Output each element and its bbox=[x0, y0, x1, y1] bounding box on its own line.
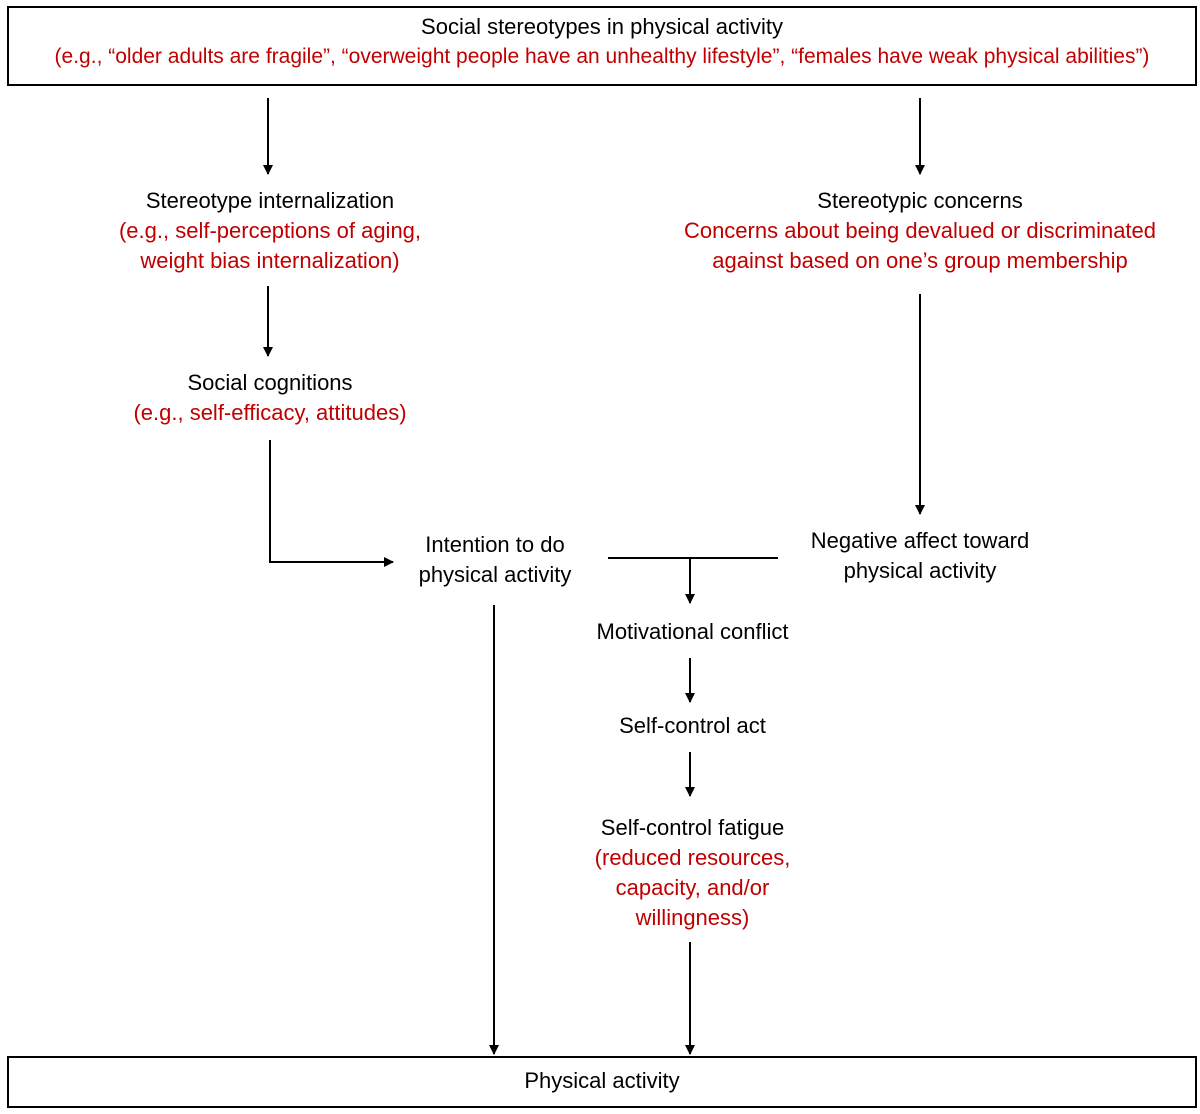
stereotypes-box bbox=[7, 6, 1197, 86]
fatigue-title: Self-control fatigue bbox=[600, 815, 785, 840]
intention-node: Intention to do physical activity bbox=[385, 530, 605, 590]
conflict-title: Motivational conflict bbox=[596, 619, 789, 644]
negative-affect-node: Negative affect toward physical activity bbox=[780, 526, 1060, 586]
cognitions-examples: (e.g., self-efficacy, attitudes) bbox=[133, 400, 407, 425]
internalization-title: Stereotype internalization bbox=[145, 188, 395, 213]
fatigue-detail-3: willingness) bbox=[635, 905, 750, 930]
arrow-cognitions-to-intention bbox=[269, 440, 394, 567]
self-control-act-title: Self-control act bbox=[619, 713, 766, 738]
physical-activity-node: Physical activity bbox=[7, 1066, 1197, 1096]
internalization-example-2: weight bias internalization) bbox=[140, 248, 400, 273]
cognitions-node: Social cognitions (e.g., self-efficacy, … bbox=[70, 368, 470, 428]
concerns-node: Stereotypic concerns Concerns about bein… bbox=[650, 186, 1190, 276]
stereotypes-examples: (e.g., “older adults are fragile”, “over… bbox=[54, 45, 1150, 68]
cognitions-title: Social cognitions bbox=[187, 370, 353, 395]
fatigue-detail-2: capacity, and/or bbox=[615, 875, 770, 900]
physical-activity-box bbox=[7, 1056, 1197, 1108]
intention-line-2: physical activity bbox=[418, 562, 572, 587]
internalization-example-1: (e.g., self-perceptions of aging, bbox=[118, 218, 422, 243]
self-control-act-node: Self-control act bbox=[550, 711, 835, 741]
internalization-node: Stereotype internalization (e.g., self-p… bbox=[70, 186, 470, 276]
concerns-description-1: Concerns about being devalued or discrim… bbox=[683, 218, 1157, 243]
intention-line-1: Intention to do bbox=[425, 532, 565, 557]
negative-affect-line-2: physical activity bbox=[843, 558, 997, 583]
concerns-title: Stereotypic concerns bbox=[817, 188, 1023, 213]
physical-activity-title: Physical activity bbox=[524, 1068, 680, 1093]
conflict-node: Motivational conflict bbox=[550, 617, 835, 647]
stereotypes-node: Social stereotypes in physical activity … bbox=[7, 12, 1197, 72]
negative-affect-line-1: Negative affect toward bbox=[810, 528, 1030, 553]
fatigue-detail-1: (reduced resources, bbox=[594, 845, 791, 870]
stereotypes-title: Social stereotypes in physical activity bbox=[421, 14, 783, 39]
concerns-description-2: against based on one’s group membership bbox=[712, 248, 1128, 273]
fatigue-node: Self-control fatigue (reduced resources,… bbox=[550, 813, 835, 933]
